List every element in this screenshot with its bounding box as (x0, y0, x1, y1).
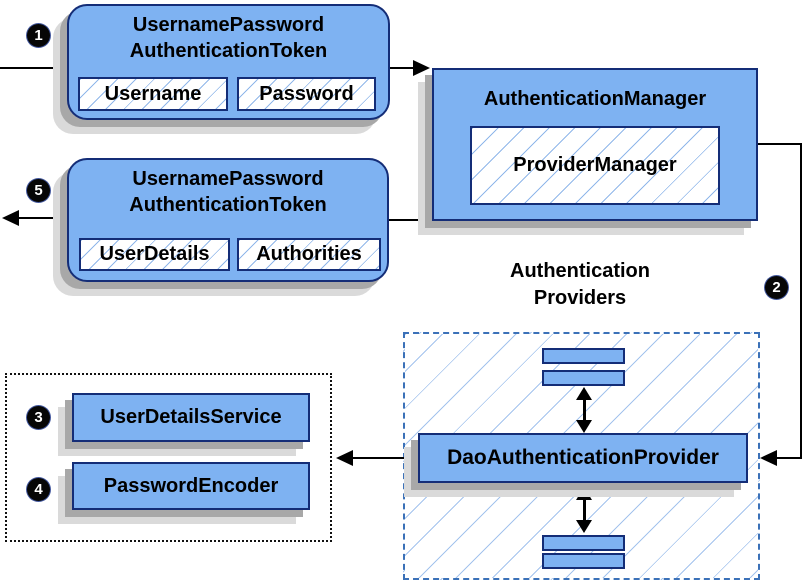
manager-to-provider-line-vertical (800, 143, 802, 459)
token-to-manager-arrowhead (413, 60, 430, 76)
node-title-line1: UsernamePassword (132, 14, 325, 36)
other-provider-bar (542, 348, 625, 364)
authentication-providers-title: Authentication Providers (455, 258, 705, 312)
services-frame (5, 373, 332, 542)
arrow-shaft (582, 497, 586, 523)
field-authorities: Authorities (237, 238, 381, 271)
step-5-badge: 5 (27, 179, 50, 202)
step-3-badge: 3 (27, 406, 50, 429)
manager-to-provider-line-bottom (775, 457, 802, 459)
group-title-line1: Authentication (510, 260, 650, 282)
step-4-badge: 4 (27, 478, 50, 501)
group-title-line2: Providers (533, 287, 627, 309)
provider-to-services-arrowhead (336, 450, 353, 466)
response-out-line (16, 217, 67, 219)
field-username: Username (78, 77, 228, 111)
node-password-encoder: PasswordEncoder (72, 462, 310, 510)
node-title-line1: UsernamePassword (132, 168, 324, 190)
response-out-arrowhead (2, 210, 19, 226)
arrow-up-icon (576, 387, 592, 400)
node-username-password-authentication-token-request: UsernamePassword AuthenticationToken Use… (67, 4, 390, 120)
other-provider-bar (542, 535, 625, 551)
arrow-up-icon (576, 487, 592, 500)
manager-to-provider-arrowhead (760, 450, 777, 466)
arrow-shaft (582, 397, 586, 423)
node-username-password-authentication-token-response: UsernamePassword AuthenticationToken Use… (67, 158, 389, 282)
provider-to-services-line (352, 457, 418, 459)
manager-to-response-line (388, 219, 432, 221)
node-title: AuthenticationManager (483, 88, 707, 110)
node-dao-authentication-provider: DaoAuthenticationProvider (418, 433, 748, 483)
incoming-request-line (0, 67, 67, 69)
manager-to-provider-line-top (758, 143, 802, 145)
token-to-manager-line (390, 67, 416, 69)
other-provider-bar (542, 370, 625, 386)
node-title-line2: AuthenticationToken (129, 40, 328, 62)
providers-link-arrow-bottom (576, 487, 592, 533)
node-title: UsernamePassword AuthenticationToken (69, 160, 387, 218)
arrow-down-icon (576, 520, 592, 533)
providers-link-arrow-top (576, 387, 592, 433)
field-password: Password (237, 77, 376, 111)
other-provider-bar (542, 553, 625, 569)
arrow-down-icon (576, 420, 592, 433)
node-title: UsernamePassword AuthenticationToken (69, 6, 388, 64)
node-user-details-service: UserDetailsService (72, 393, 310, 442)
step-2-badge: 2 (765, 276, 788, 299)
node-authentication-manager: AuthenticationManager ProviderManager (432, 68, 758, 221)
node-title-line2: AuthenticationToken (129, 194, 327, 216)
field-user-details: UserDetails (79, 238, 230, 271)
step-1-badge: 1 (27, 24, 50, 47)
node-provider-manager: ProviderManager (470, 126, 720, 205)
